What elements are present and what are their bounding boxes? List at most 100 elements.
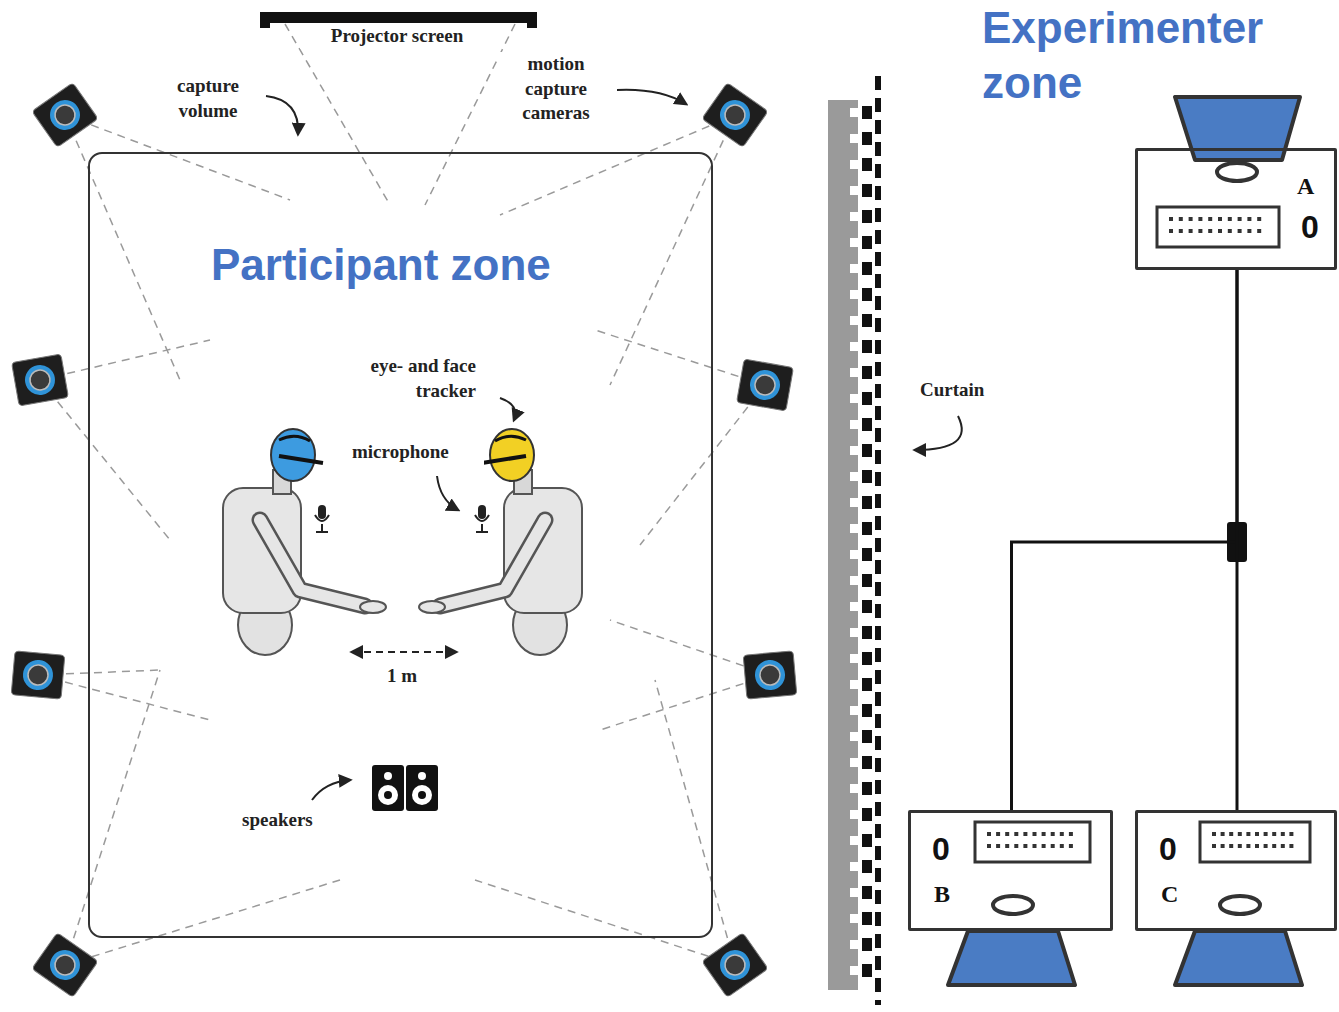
- power-symbol: 0: [1298, 209, 1322, 246]
- motion-capture-camera: [32, 83, 98, 148]
- computer-box: 0B: [908, 810, 1113, 931]
- keyboard-key: [1238, 217, 1242, 221]
- keyboard-key: [1238, 229, 1242, 233]
- power-symbol: 0: [1156, 831, 1180, 868]
- computer-letter: C: [1158, 881, 1181, 909]
- figure-torso: [504, 488, 582, 613]
- callout-label: motion capture cameras: [498, 52, 614, 126]
- motion-capture-camera: [702, 933, 768, 998]
- motion-capture-camera: [737, 359, 794, 411]
- curtain-ring: [862, 288, 872, 301]
- keyboard-key: [1289, 844, 1293, 848]
- motion-capture-camera: [702, 83, 768, 148]
- callout-arrow: [437, 476, 458, 510]
- callout-arrow: [915, 416, 962, 450]
- keyboard-key: [1257, 229, 1261, 233]
- computer-box: 0C: [1135, 810, 1337, 931]
- projector-screen-end: [260, 12, 270, 28]
- keyboard-key: [1238, 832, 1242, 836]
- keyboard-key: [1264, 844, 1268, 848]
- camera-view-line: [65, 115, 180, 380]
- monitor: [1175, 931, 1302, 985]
- curtain: [828, 100, 858, 990]
- curtain-ring: [862, 964, 872, 977]
- keyboard-key: [1033, 844, 1037, 848]
- eye-tracker-band: [495, 436, 526, 441]
- camera-ring: [22, 659, 55, 692]
- keyboard: [1157, 207, 1279, 247]
- camera-ring: [714, 944, 756, 986]
- curtain-ring: [862, 496, 872, 509]
- curtain-notch: [850, 368, 862, 377]
- curtain-ring: [862, 210, 872, 223]
- curtain-notch: [850, 810, 862, 819]
- speaker-center: [418, 791, 426, 799]
- mic-head: [478, 505, 486, 519]
- camera-lens: [27, 664, 49, 686]
- keyboard-key: [1169, 229, 1173, 233]
- camera-body: [702, 83, 768, 148]
- keyboard-key: [1218, 217, 1222, 221]
- microphone-icon: [475, 505, 489, 532]
- keyboard-key: [1051, 832, 1055, 836]
- camera-body: [32, 83, 98, 148]
- keyboard-key: [1289, 832, 1293, 836]
- curtain-ring: [862, 574, 872, 587]
- curtain-notch: [850, 134, 862, 143]
- curtain-notch: [850, 576, 862, 585]
- curtain-ring: [862, 730, 872, 743]
- keyboard-key: [1272, 832, 1276, 836]
- speaker-icon: [406, 765, 438, 811]
- camera-lens: [721, 101, 749, 129]
- keyboard-key: [1212, 844, 1216, 848]
- callout-label: eye- and face tracker: [332, 354, 478, 403]
- keyboard-key: [1189, 229, 1193, 233]
- computer-letter: B: [931, 881, 953, 909]
- camera-view-line: [640, 385, 765, 545]
- camera-ring: [714, 94, 756, 136]
- callout-label: capture volume: [158, 74, 258, 123]
- curtain-notch: [850, 862, 862, 871]
- keyboard-key: [1229, 832, 1233, 836]
- callout-label: Curtain: [918, 378, 1012, 403]
- keyboard-key: [1246, 844, 1250, 848]
- keyboard-key: [1060, 832, 1064, 836]
- camera-ring: [23, 363, 58, 398]
- camera-view-line: [40, 380, 170, 540]
- callout-arrow: [312, 780, 350, 800]
- keyboard-key: [1042, 832, 1046, 836]
- curtain-notch: [850, 498, 862, 507]
- keyboard-key: [1005, 832, 1009, 836]
- figure-arm-outline: [440, 520, 545, 606]
- callout-arrow: [266, 96, 298, 134]
- curtain-ring: [862, 392, 872, 405]
- curtain-notch: [850, 628, 862, 637]
- curtain-notch: [850, 420, 862, 429]
- keyboard-key: [1257, 217, 1261, 221]
- camera-lens: [28, 368, 51, 391]
- curtain-notch: [850, 888, 862, 897]
- speaker-box: [406, 765, 438, 811]
- curtain-ring: [862, 756, 872, 769]
- zone-title: Participant zone: [208, 240, 554, 291]
- keyboard-key: [1218, 229, 1222, 233]
- motion-capture-camera: [32, 933, 98, 998]
- projection-line: [285, 24, 390, 205]
- curtain-ring: [862, 782, 872, 795]
- eye-tracker-glasses: [279, 456, 323, 463]
- keyboard-key: [1069, 844, 1073, 848]
- keyboard: [975, 822, 1090, 862]
- keyboard-key: [1208, 229, 1212, 233]
- callout-label: speakers: [240, 808, 344, 833]
- keyboard-key: [1255, 832, 1259, 836]
- camera-body: [12, 354, 69, 406]
- camera-view-line: [655, 680, 735, 965]
- curtain-notch: [850, 238, 862, 247]
- keyboard-key: [1272, 844, 1276, 848]
- camera-view-line: [40, 340, 210, 380]
- motion-capture-camera: [743, 651, 797, 699]
- speaker-woofer: [412, 785, 432, 805]
- curtain-notch: [850, 836, 862, 845]
- camera-lens: [51, 101, 79, 129]
- power-symbol: 0: [929, 831, 953, 868]
